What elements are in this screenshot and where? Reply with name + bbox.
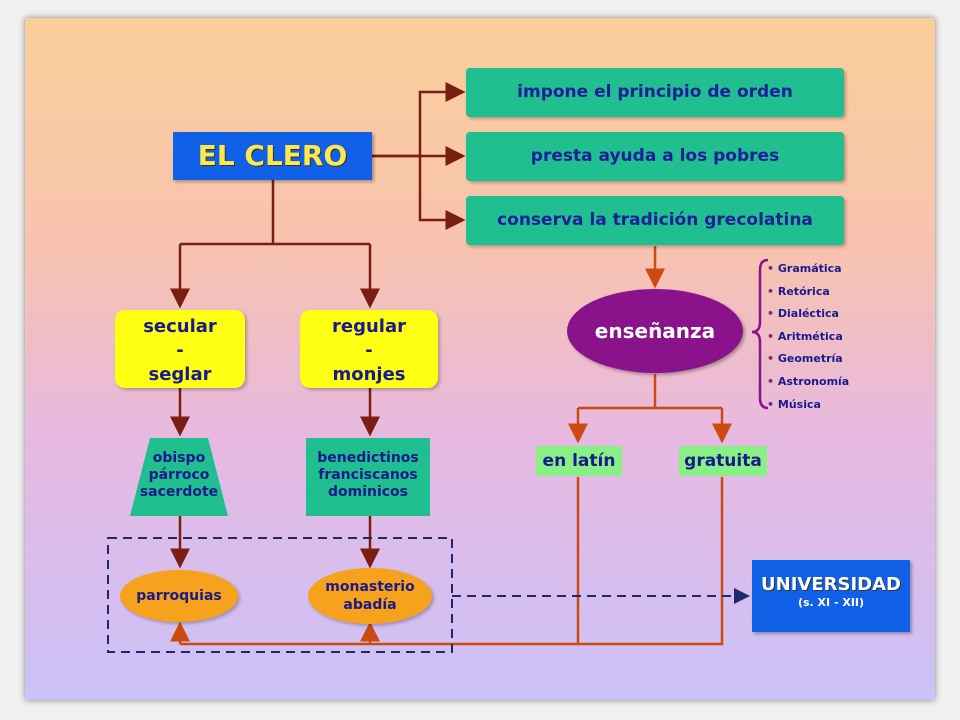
secular-line2: - (176, 340, 184, 361)
secular-line1: secular (143, 316, 217, 337)
subject-item: Música (767, 394, 849, 417)
regular-line2: - (365, 340, 373, 361)
parroquias-oval: parroquias (120, 570, 238, 622)
ensenanza-oval: enseñanza (567, 289, 743, 373)
order-dominicos: dominicos (327, 484, 409, 500)
function-tradicion: conserva la tradición grecolatina (466, 196, 844, 245)
role-parroco: párroco (148, 467, 210, 483)
function-pobres: presta ayuda a los pobres (466, 132, 844, 181)
dashed-group-box (107, 537, 453, 653)
parroquias-label: parroquias (136, 588, 222, 604)
order-benedictinos: benedictinos (317, 450, 419, 466)
line-ensenanza-split (578, 374, 722, 410)
regular-box: regular - monjes (300, 310, 438, 388)
subject-item: Gramática (767, 258, 849, 281)
secular-roles: obispo párroco sacerdote (130, 450, 228, 501)
regular-line1: regular (332, 316, 406, 337)
monasterio-line2: abadía (343, 597, 397, 613)
regular-orders-shape (306, 438, 430, 516)
regular-line3: monjes (332, 364, 406, 385)
function-orden: impone el principio de orden (466, 68, 844, 117)
universidad-box: UNIVERSIDAD (s. XI - XII) (752, 560, 910, 632)
secular-roles-shape (130, 438, 228, 516)
subject-item: Aritmética (767, 326, 849, 349)
role-obispo: obispo (152, 450, 206, 466)
secular-box: secular - seglar (115, 310, 245, 388)
order-franciscanos: franciscanos (318, 467, 418, 483)
regular-orders: benedictinos franciscanos dominicos (306, 450, 430, 501)
subject-item: Astronomía (767, 371, 849, 394)
secular-line3: seglar (148, 364, 212, 385)
latin-box: en latín (536, 446, 622, 476)
universidad-title: UNIVERSIDAD (761, 574, 901, 595)
clero-title-box: EL CLERO (173, 132, 372, 180)
line-gratuita-down (180, 477, 724, 646)
subjects-brace (751, 258, 769, 410)
subject-item: Geometría (767, 348, 849, 371)
monasterio-oval: monasterio abadía (308, 568, 432, 624)
gratuita-box: gratuita (679, 446, 767, 476)
role-sacerdote: sacerdote (139, 484, 219, 500)
subjects-list: Gramática Retórica Dialéctica Aritmética… (767, 258, 849, 416)
arrow-clero-tradicion (418, 156, 466, 230)
subject-item: Retórica (767, 281, 849, 304)
subject-item: Dialéctica (767, 303, 849, 326)
monasterio-line1: monasterio (325, 579, 415, 595)
line-clero-down (180, 180, 370, 246)
arrow-clero-orden (372, 82, 466, 158)
universidad-subtitle: (s. XI - XII) (797, 596, 865, 609)
